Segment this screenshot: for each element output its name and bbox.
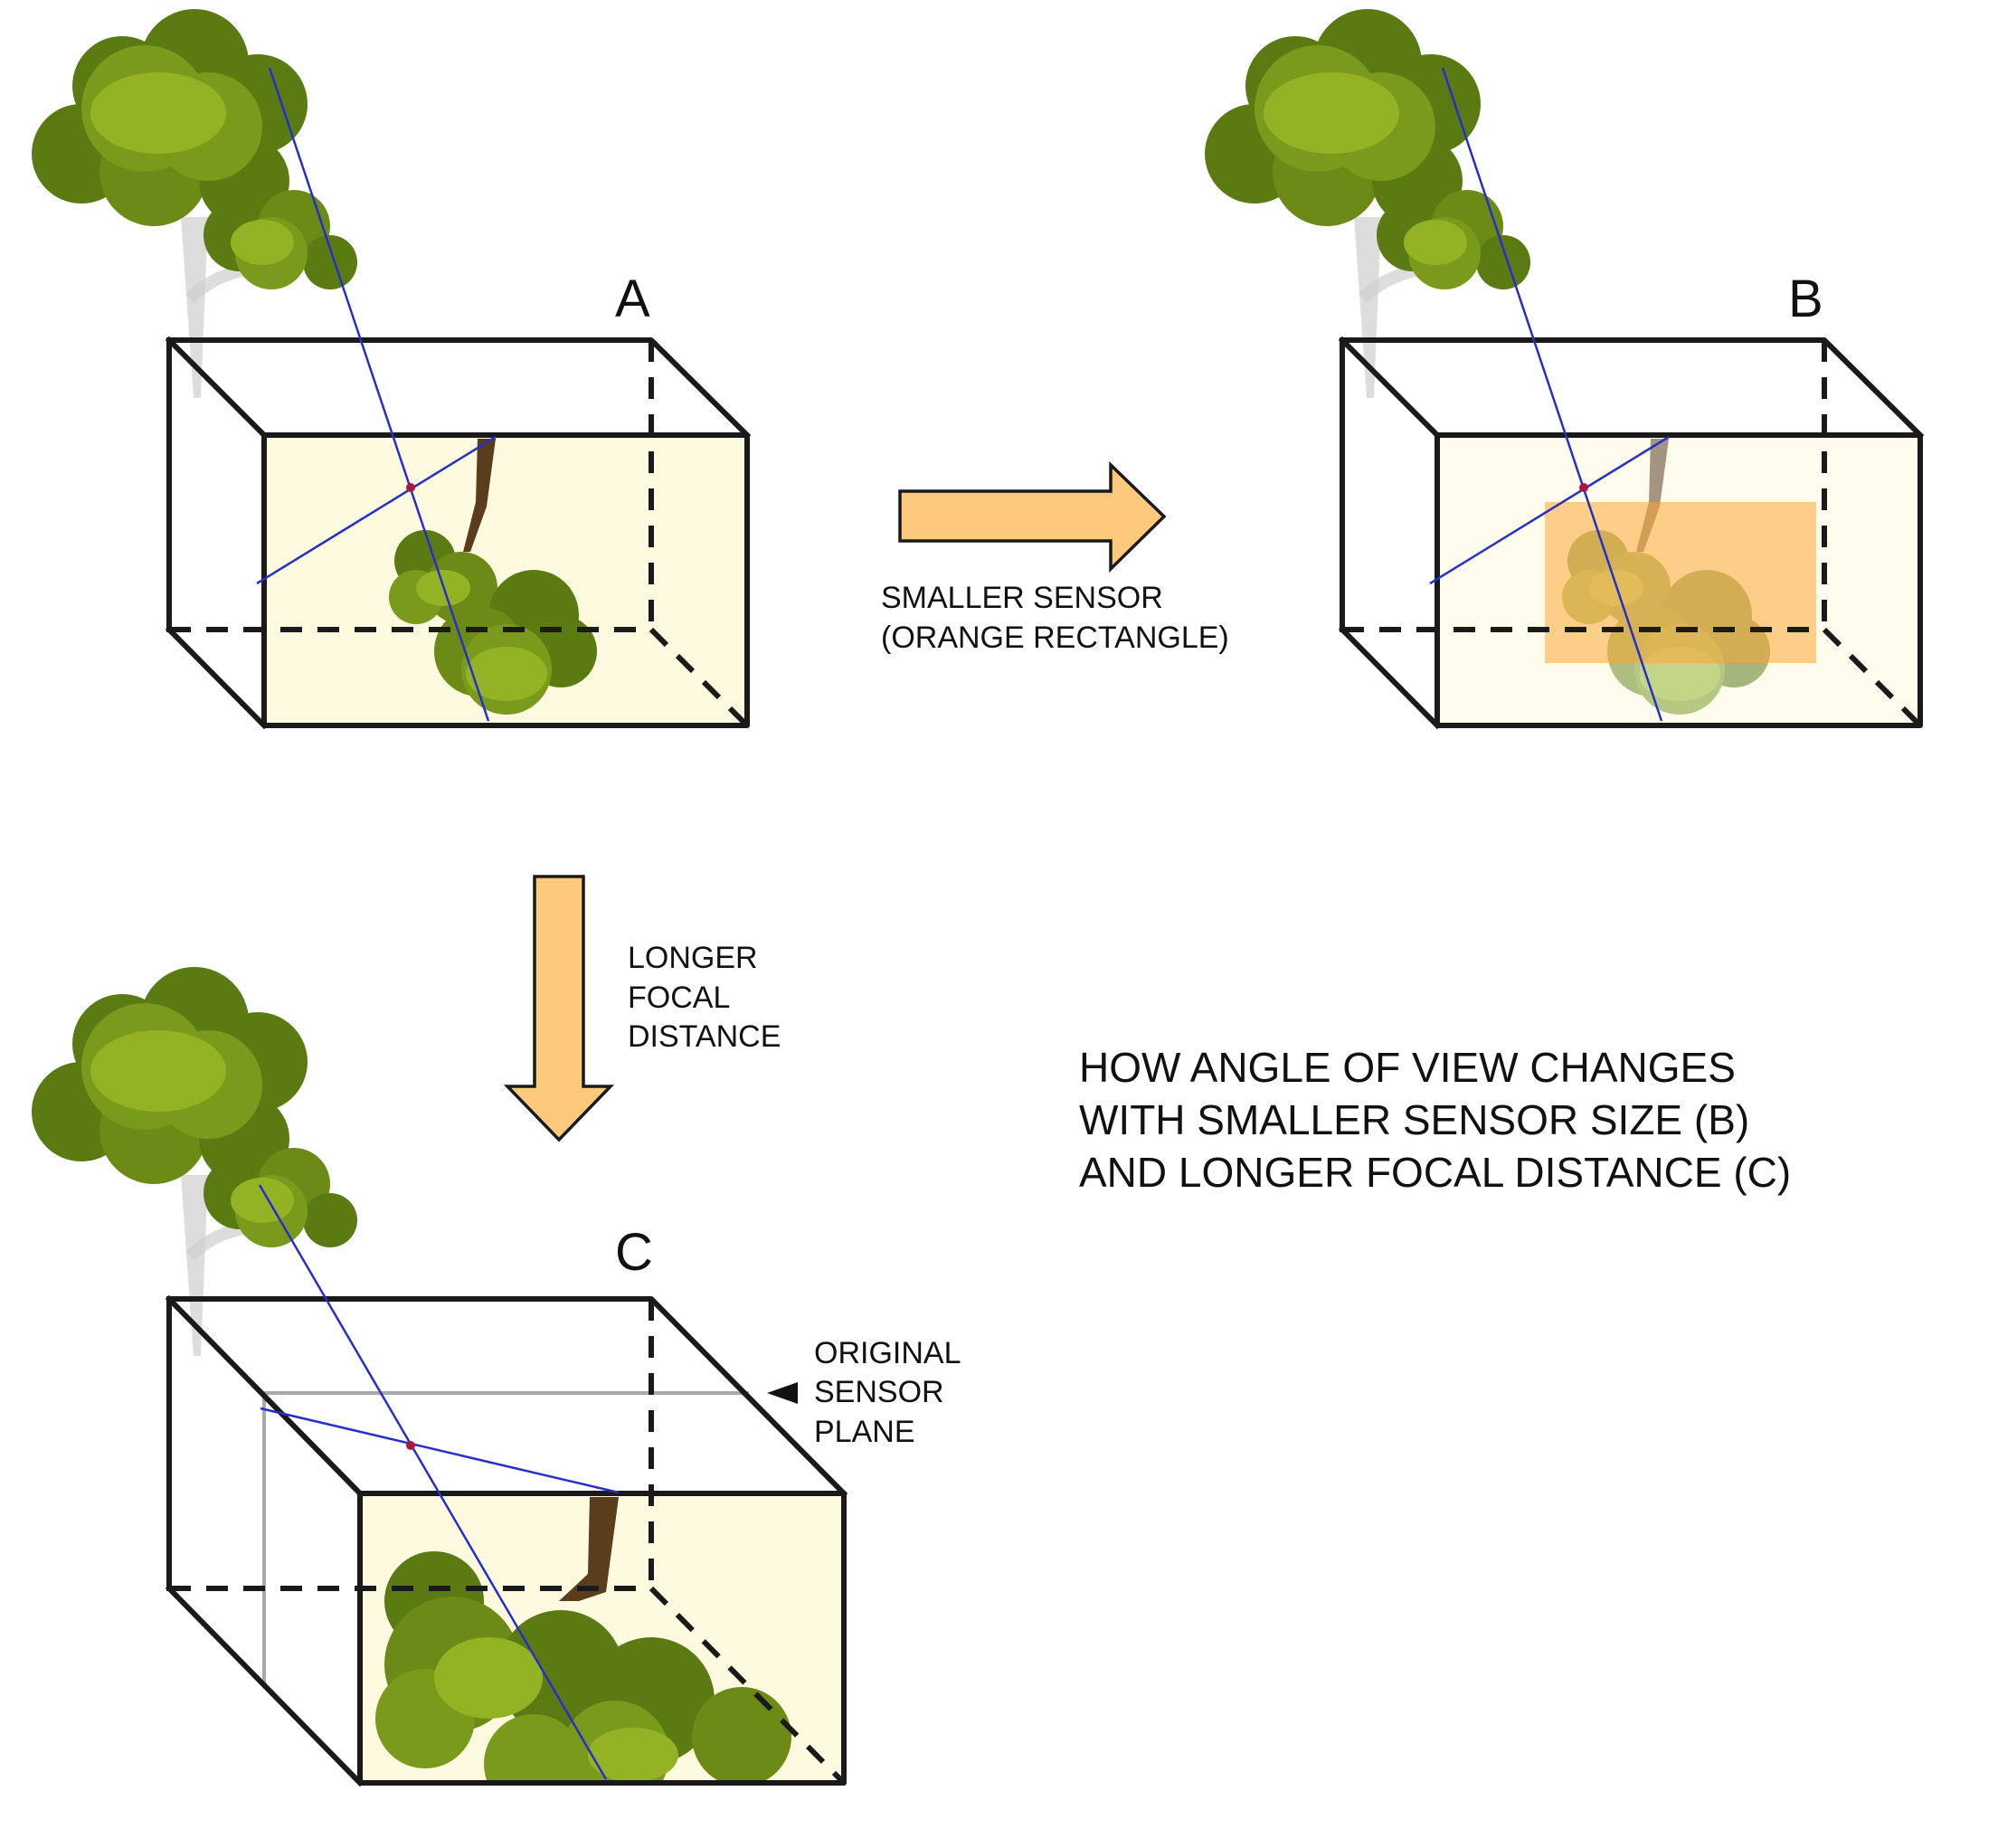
pinhole-point [406, 483, 415, 492]
ray-line [258, 1184, 608, 1780]
annotation-smaller-sensor-line2: (ORANGE RECTANGLE) [881, 621, 1229, 655]
ray-line [268, 67, 490, 722]
original-sensor-plane [262, 1391, 749, 1682]
caption-line3: AND LONGER FOCAL DISTANCE (C) [1079, 1149, 1791, 1196]
diagram-c: C [32, 967, 848, 1848]
ray-line [260, 1407, 620, 1494]
annotation-longer-focal-line3: DISTANCE [628, 1019, 781, 1054]
arrow-down-icon [503, 875, 615, 1142]
diagram-b: B [1205, 9, 1925, 730]
projected-image-c [360, 1497, 848, 1848]
pinhole-point [406, 1441, 415, 1450]
annotation-smaller-sensor-line1: SMALLER SENSOR [881, 581, 1163, 615]
pointer-left-icon [767, 1382, 798, 1404]
annotation-longer-focal-line1: LONGER [628, 941, 758, 975]
annotation-original-sensor-line1: ORIGINAL [814, 1336, 961, 1370]
diagram-label-b: B [1788, 270, 1823, 328]
annotation-longer-focal-line2: FOCAL [628, 981, 730, 1015]
caption-line2: WITH SMALLER SENSOR SIZE (B) [1079, 1096, 1749, 1143]
ray-line [256, 435, 497, 585]
diagram-label-c: C [615, 1223, 653, 1282]
caption-line1: HOW ANGLE OF VIEW CHANGES [1079, 1044, 1736, 1091]
small-sensor-rect [1545, 502, 1816, 663]
arrow-right-icon [898, 460, 1167, 573]
annotation-original-sensor-line2: SENSOR [814, 1375, 944, 1409]
ray-line [1441, 67, 1663, 722]
annotation-original-sensor-line3: PLANE [814, 1415, 915, 1449]
diagram-label-a: A [615, 270, 650, 328]
pinhole-point [1579, 483, 1588, 492]
pinhole-box-c [165, 1294, 848, 1787]
ray-line [1429, 435, 1670, 585]
diagram-a: A [32, 9, 752, 730]
